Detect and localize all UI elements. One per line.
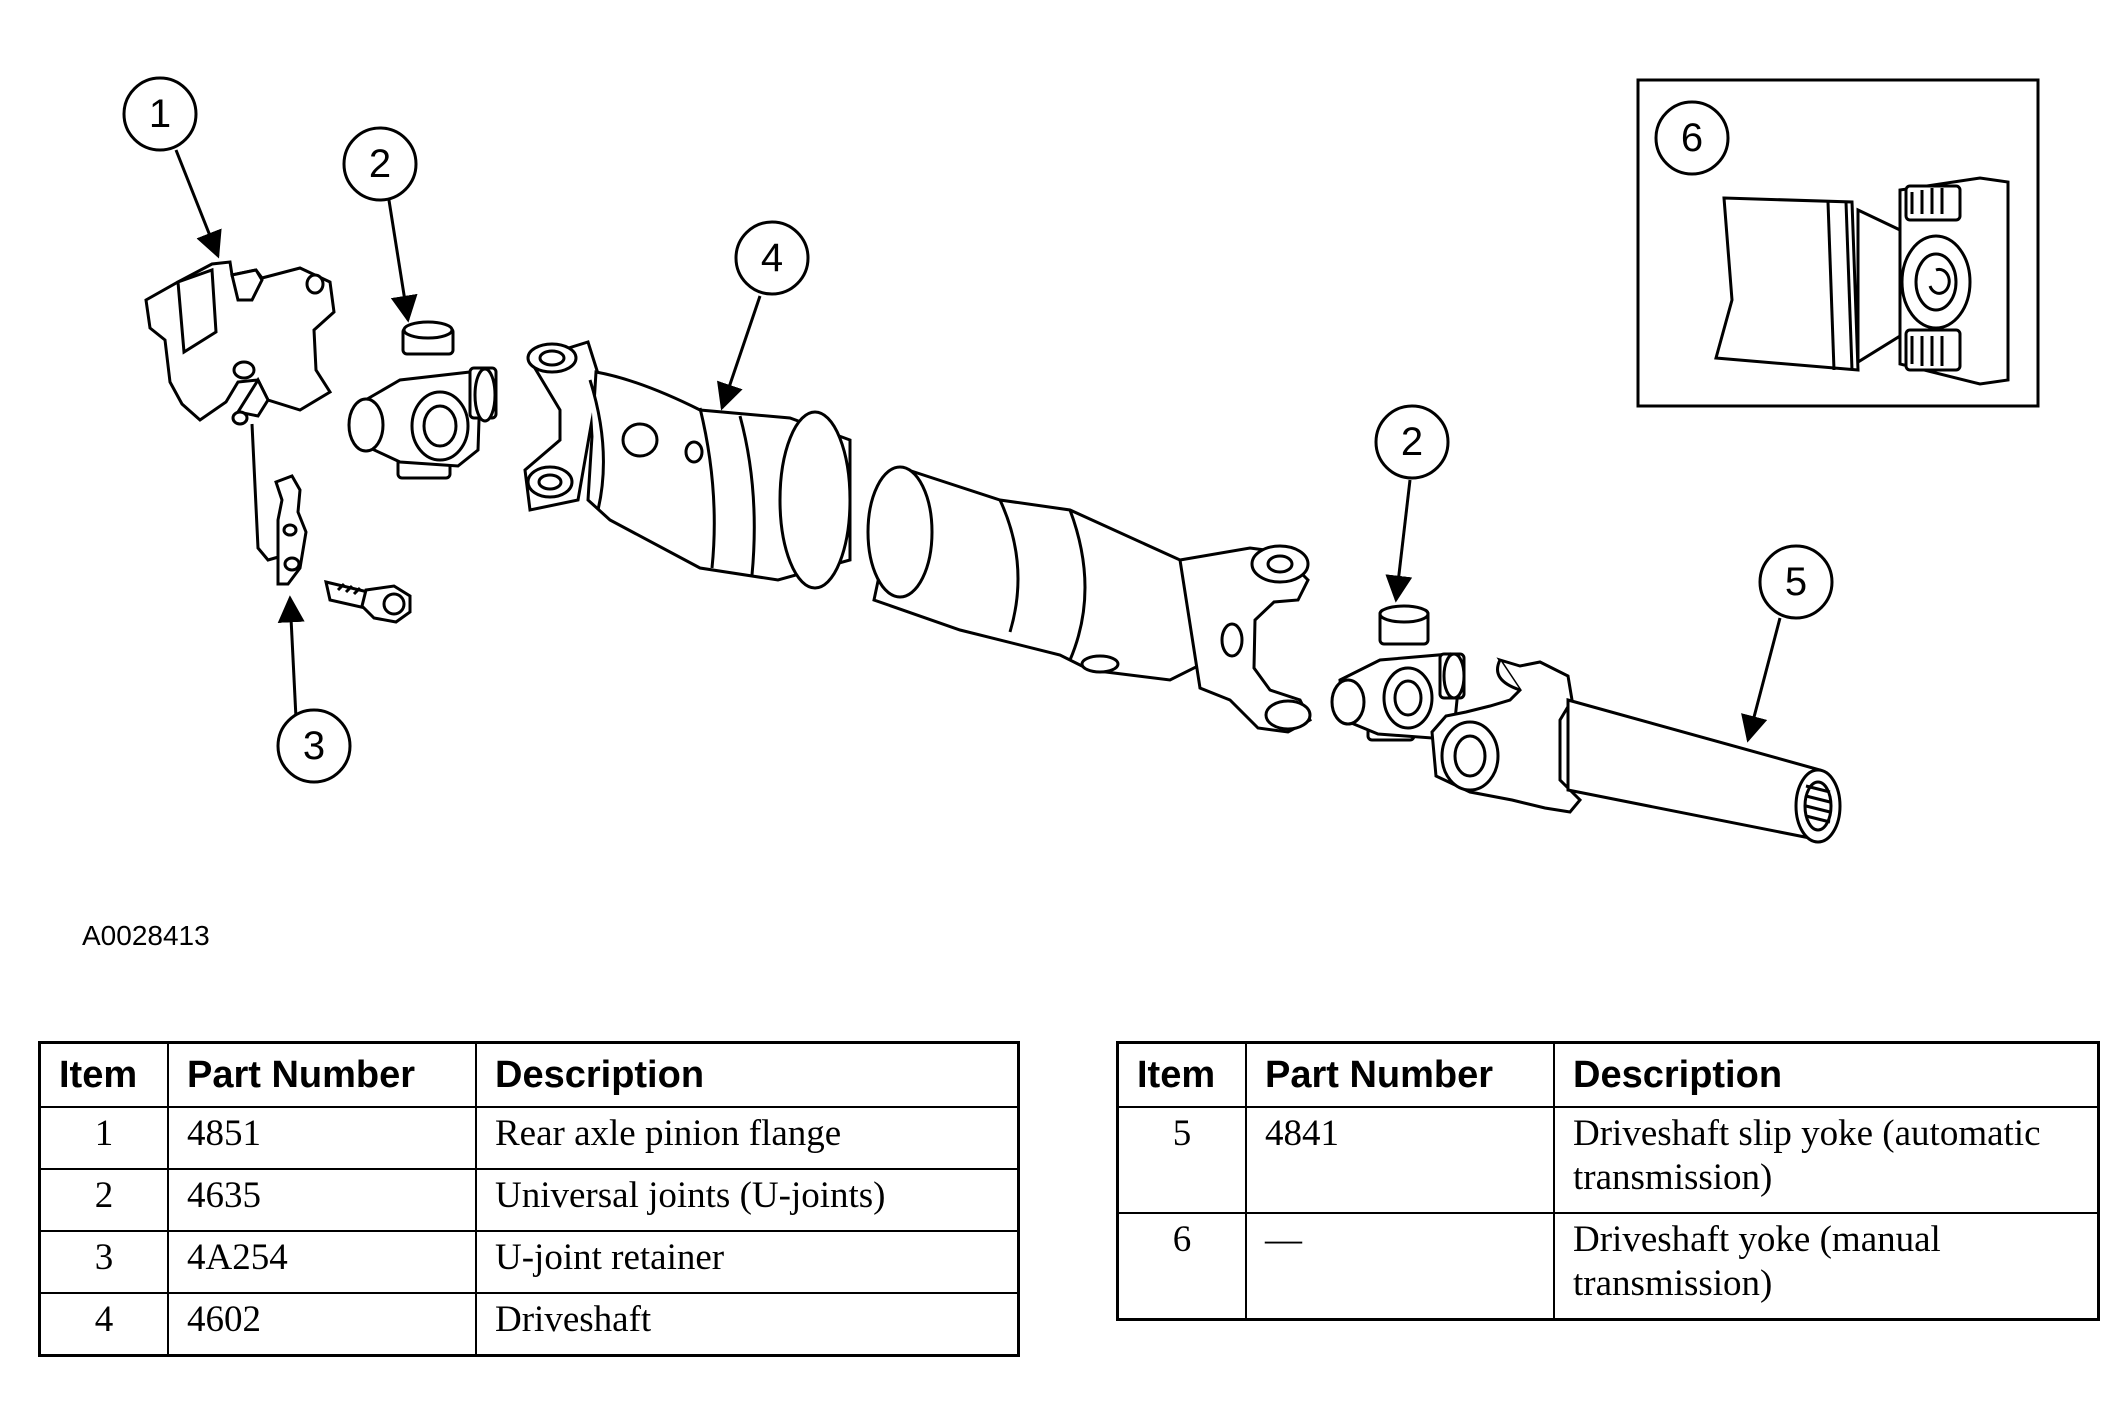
item-cell: 1 (38, 1106, 169, 1170)
callout-2-left: 2 (342, 126, 418, 202)
header-part-number: Part Number (167, 1041, 477, 1108)
part-number-cell: — (1245, 1212, 1555, 1321)
svg-text:2: 2 (1401, 420, 1423, 464)
svg-text:1: 1 (149, 92, 171, 136)
svg-text:6: 6 (1681, 116, 1703, 160)
item-cell: 5 (1116, 1106, 1247, 1214)
header-part-number: Part Number (1245, 1041, 1555, 1108)
leader-lines (174, 149, 1782, 743)
header-item: Item (38, 1041, 169, 1108)
table-header-row: Item Part Number Description (38, 1041, 1020, 1108)
parts-table-left: Item Part Number Description 1 4851 Rear… (38, 1041, 1020, 1357)
table-row: 6 — Driveshaft yoke (manual transmission… (1116, 1212, 2100, 1321)
table-row: 1 4851 Rear axle pinion flange (38, 1106, 1020, 1170)
figure-id: A0028413 (82, 920, 210, 951)
driveshaft-left-drawing (523, 340, 852, 590)
description-cell: Driveshaft (475, 1292, 1020, 1357)
svg-text:2: 2 (369, 142, 391, 186)
table-header-row: Item Part Number Description (1116, 1041, 2100, 1108)
callout-5: 5 (1758, 544, 1834, 620)
svg-text:3: 3 (303, 724, 325, 768)
inset-frame (1636, 78, 2040, 408)
callout-6: 6 (1654, 100, 1730, 176)
callout-2-right: 2 (1374, 404, 1450, 480)
header-item: Item (1116, 1041, 1247, 1108)
item-cell: 3 (38, 1230, 169, 1294)
part-number-cell: 4851 (167, 1106, 477, 1170)
description-cell: Driveshaft slip yoke (automatic transmis… (1553, 1106, 2100, 1214)
svg-text:4: 4 (761, 236, 783, 280)
description-cell: Rear axle pinion flange (475, 1106, 1020, 1170)
item-cell: 2 (38, 1168, 169, 1232)
u-joint-retainer-drawing (250, 423, 412, 624)
u-joint-left-drawing (347, 320, 498, 480)
item-cell: 6 (1116, 1212, 1247, 1321)
description-cell: U-joint retainer (475, 1230, 1020, 1294)
callout-1: 1 (122, 76, 198, 152)
description-cell: Universal joints (U-joints) (475, 1168, 1020, 1232)
header-description: Description (475, 1041, 1020, 1108)
part-number-cell: 4841 (1245, 1106, 1555, 1214)
callout-3: 3 (276, 708, 352, 784)
part-number-cell: 4635 (167, 1168, 477, 1232)
header-description: Description (1553, 1041, 2100, 1108)
parts-table-right: Item Part Number Description 5 4841 Driv… (1116, 1041, 2100, 1321)
manual-yoke-drawing (1714, 176, 2010, 386)
callout-4: 4 (734, 220, 810, 296)
svg-text:5: 5 (1785, 560, 1807, 604)
table-row: 2 4635 Universal joints (U-joints) (38, 1168, 1020, 1232)
part-number-cell: 4A254 (167, 1230, 477, 1294)
table-row: 5 4841 Driveshaft slip yoke (automatic t… (1116, 1106, 2100, 1214)
slip-yoke-drawing (1430, 657, 1842, 844)
driveshaft-right-drawing (866, 465, 1312, 734)
table-row: 4 4602 Driveshaft (38, 1292, 1020, 1357)
description-cell: Driveshaft yoke (manual transmission) (1553, 1212, 2100, 1321)
part-number-cell: 4602 (167, 1292, 477, 1357)
pinion-flange-drawing (144, 260, 336, 426)
table-row: 3 4A254 U-joint retainer (38, 1230, 1020, 1294)
item-cell: 4 (38, 1292, 169, 1357)
